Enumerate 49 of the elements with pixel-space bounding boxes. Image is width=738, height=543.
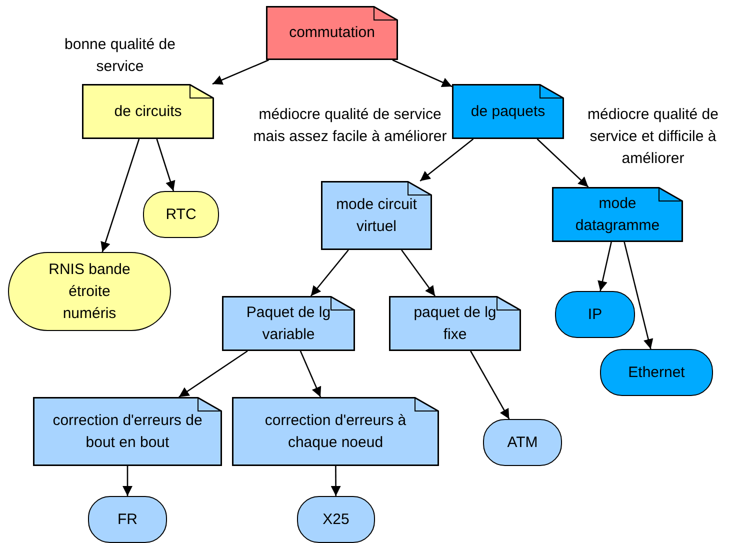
arrow: [100, 138, 140, 252]
terminal-box: [143, 191, 219, 238]
annotation-text: médiocre qualité de service et difficile à améliorer: [586, 105, 720, 169]
note-box: [222, 296, 355, 351]
note-box: [452, 84, 564, 139]
note-box: [389, 296, 521, 351]
note-box: [82, 84, 214, 139]
terminal-box: [88, 496, 167, 543]
node-text: correction d'erreurs à chaque noeud: [264, 410, 408, 452]
arrow: [624, 242, 654, 350]
arrow: [122, 466, 132, 496]
arrow: [212, 59, 269, 85]
node-text: ATM: [507, 432, 538, 452]
annotation-text: bonne qualité de service: [64, 35, 176, 77]
arrow: [420, 138, 474, 182]
node-text: Ethernet: [628, 362, 685, 382]
note-box: [232, 397, 439, 466]
arrow: [470, 350, 510, 420]
arrow: [310, 250, 349, 296]
terminal-box: [483, 419, 562, 466]
node-text: RTC: [166, 204, 196, 224]
node-text: de circuits: [114, 102, 182, 122]
note-box: [552, 187, 683, 242]
arrow: [300, 350, 322, 398]
arrow: [330, 466, 341, 496]
terminal-box: [297, 496, 375, 543]
terminal-box: [600, 349, 713, 396]
arrow: [598, 242, 612, 292]
node-text: paquet de lg fixe: [412, 302, 498, 344]
node-text: commutation: [289, 23, 375, 43]
node-text: RNIS bande étroite numéris: [48, 260, 132, 324]
node-text: IP: [588, 304, 602, 324]
note-box: [266, 6, 398, 60]
terminal-box: [555, 291, 635, 338]
annotation-text: médiocre qualité de service mais assez facile à améliorer: [252, 105, 448, 147]
arrow: [392, 59, 452, 88]
node-text: correction d'erreurs de bout en bout: [52, 410, 204, 452]
arrow: [156, 138, 176, 192]
arrow: [536, 138, 589, 188]
arrow: [178, 350, 248, 398]
node-text: de paquets: [470, 102, 546, 122]
node-text: FR: [118, 510, 138, 530]
note-box: [321, 181, 432, 250]
node-text: mode circuit virtuel: [335, 194, 418, 236]
node-text: mode datagramme: [574, 194, 661, 236]
arrow: [401, 250, 436, 296]
node-text: X25: [322, 510, 350, 530]
node-text: Paquet de lg variable: [245, 302, 332, 344]
note-box: [33, 397, 222, 466]
